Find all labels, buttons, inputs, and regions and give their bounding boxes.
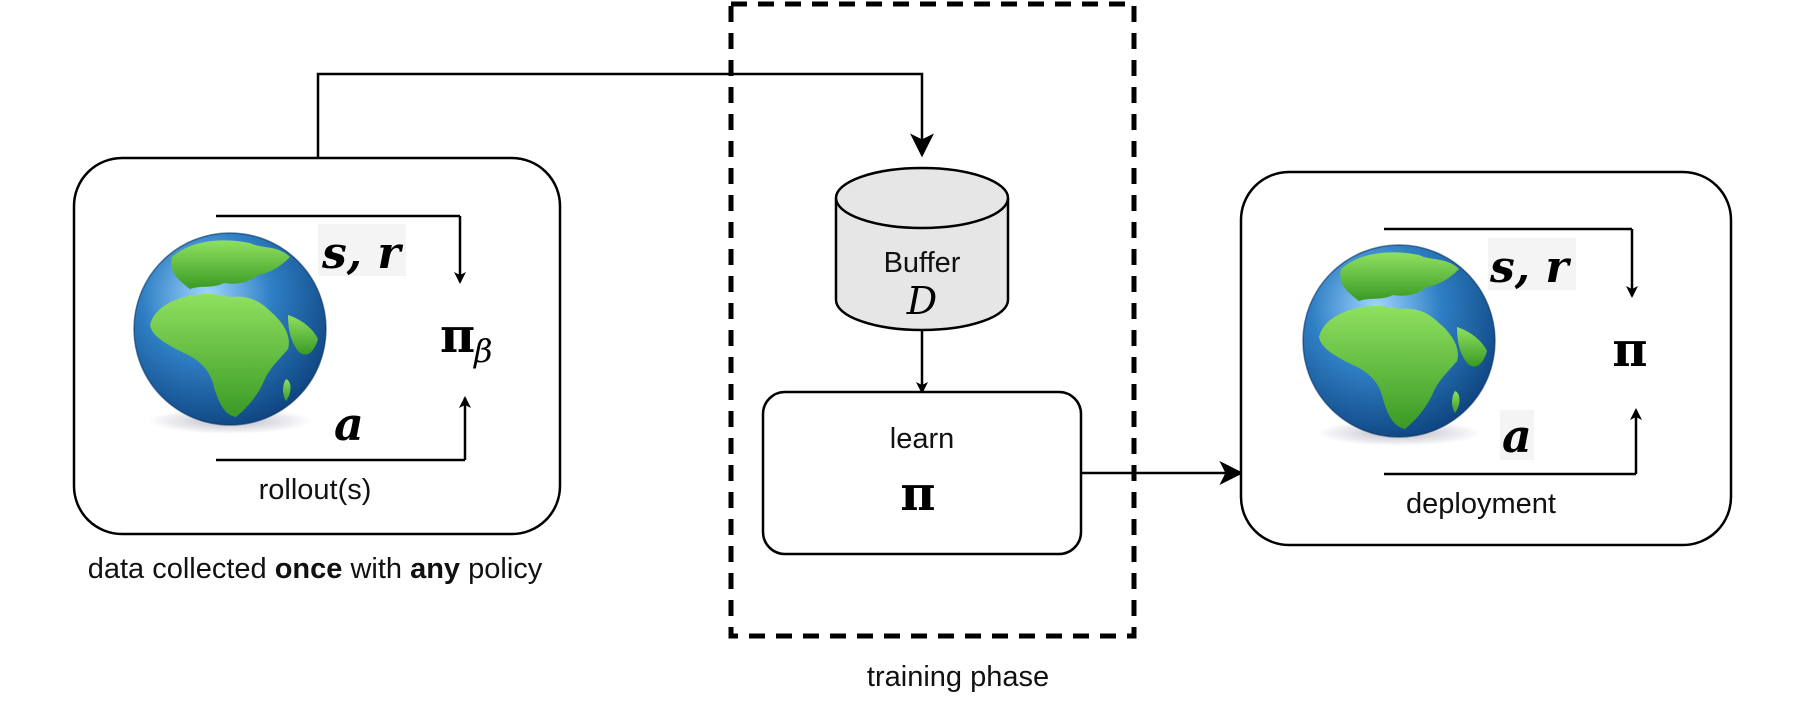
deploy-action-backdrop xyxy=(1500,410,1534,460)
training-phase-label: training phase xyxy=(867,661,1049,693)
data-collection-caption: data collected once with any policy xyxy=(88,553,543,585)
database-icon xyxy=(834,166,1010,332)
buffer-symbol: D xyxy=(906,279,937,323)
behavior-policy-symbol: π xyxy=(440,308,475,364)
learned-policy-symbol: π xyxy=(900,466,935,522)
buffer-label: Buffer xyxy=(884,247,961,279)
rollout-label: rollout(s) xyxy=(259,474,372,506)
deploy-state-reward-label: s, r xyxy=(1489,242,1571,293)
deployment-label: deployment xyxy=(1406,488,1556,520)
state-reward-label: s, r xyxy=(321,228,403,279)
deploy-action-label: a xyxy=(1502,409,1532,463)
data-to-buffer-arrow xyxy=(316,72,934,158)
action-label: a xyxy=(334,397,364,451)
learn-label: learn xyxy=(890,423,955,455)
behavior-policy-subscript: β xyxy=(473,332,493,370)
training-phase-region xyxy=(728,1,1137,639)
deploy-state-reward-backdrop xyxy=(1488,238,1576,290)
state-reward-backdrop xyxy=(318,224,406,276)
deployed-policy-symbol: π xyxy=(1612,322,1647,378)
